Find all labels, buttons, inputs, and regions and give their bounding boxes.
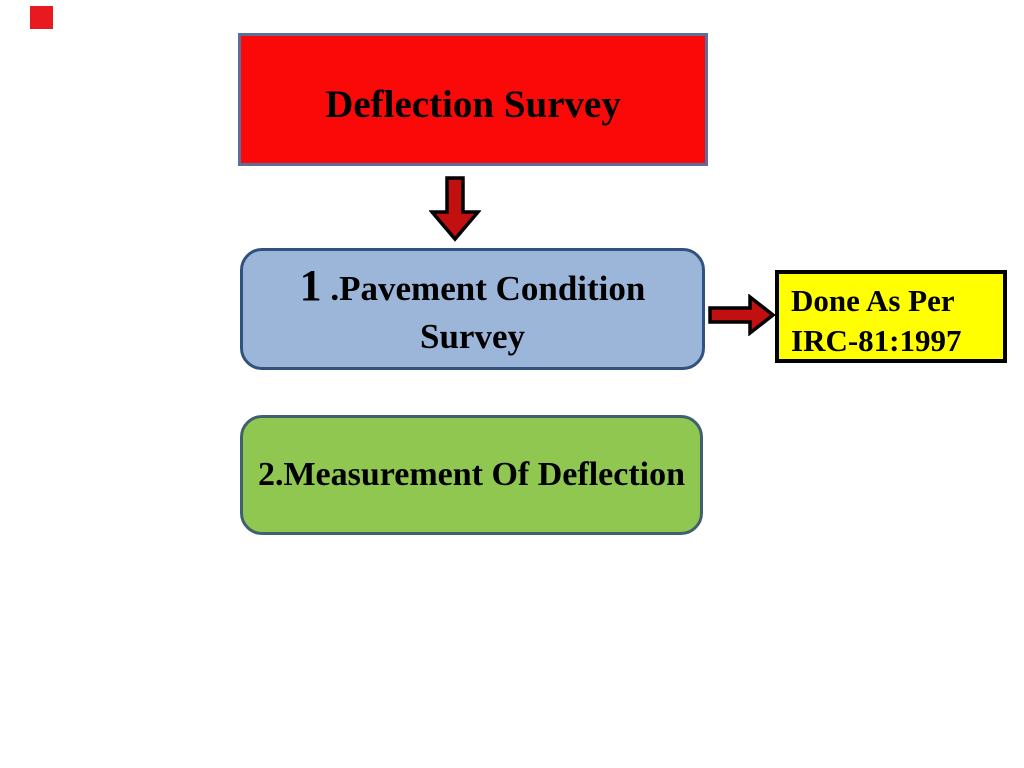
right-arrow-icon: [708, 294, 776, 336]
pavement-condition-survey-box: 1 .Pavement Condition Survey: [240, 248, 705, 370]
down-arrow-icon: [429, 176, 481, 242]
step1-number: 1: [299, 261, 322, 311]
deflection-survey-title-box: Deflection Survey: [238, 33, 708, 166]
step1-line2: Survey: [420, 316, 525, 356]
irc-box-line1: Done As Per: [791, 283, 955, 318]
step1-line1-text: .Pavement Condition: [321, 269, 646, 309]
done-as-per-irc-box: Done As Per IRC-81:1997: [775, 270, 1007, 363]
irc-box-line2: IRC-81:1997: [791, 322, 962, 358]
step2-label: 2.Measurement Of Deflection: [257, 456, 686, 493]
title-box-label: Deflection Survey: [325, 83, 621, 126]
red-square-marker-icon: [30, 6, 53, 29]
measurement-of-deflection-box: 2.Measurement Of Deflection: [240, 415, 703, 535]
step1-line1: 1 .Pavement Condition: [300, 258, 646, 314]
